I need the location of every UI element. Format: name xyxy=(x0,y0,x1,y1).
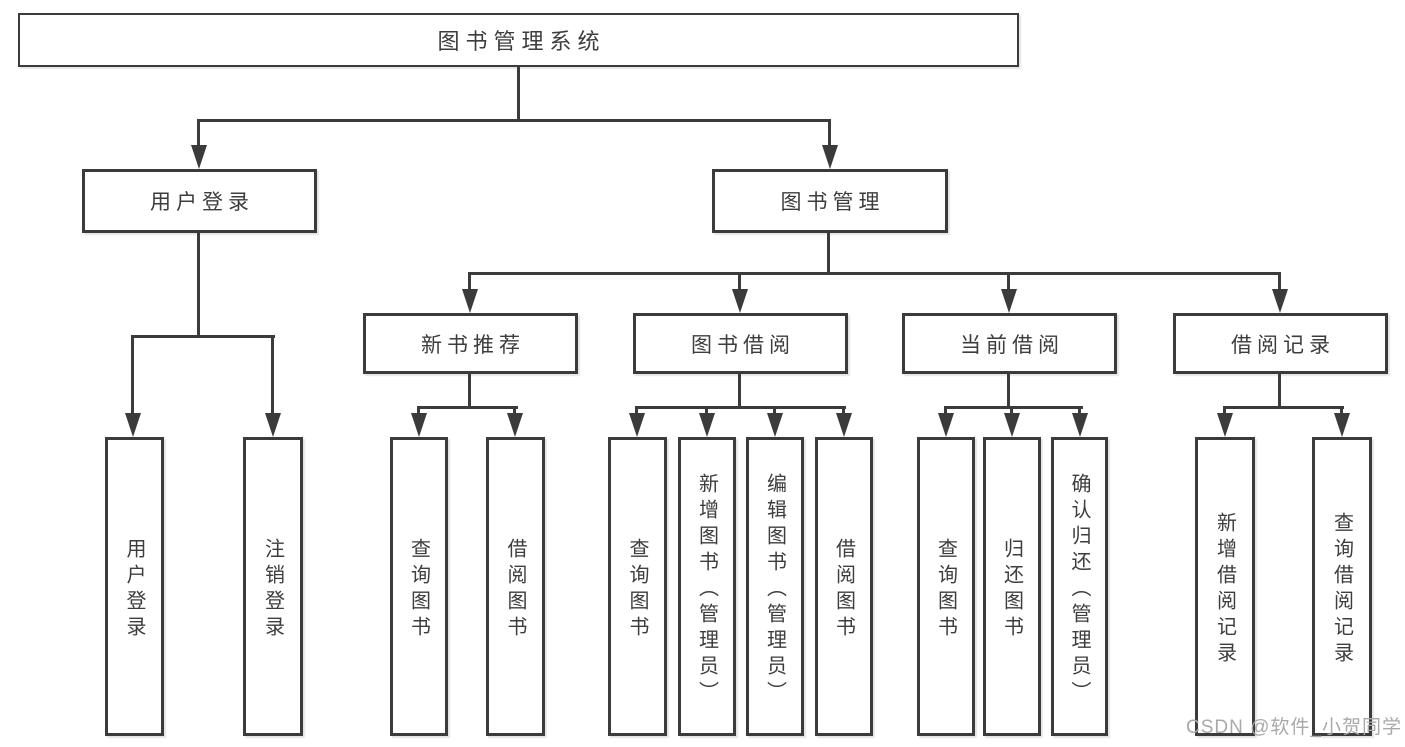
connector-book-management-stem xyxy=(827,232,830,275)
connector-drop-borrow-books-1 xyxy=(513,406,516,416)
arrowhead-book-management xyxy=(822,145,838,169)
leaf-return-books: 归还图书 xyxy=(983,437,1041,736)
leaf-borrow-books-recommend: 借阅图书 xyxy=(486,437,545,736)
node-new-book-recommendation: 新书推荐 xyxy=(363,313,578,374)
arrowhead-borrow-books-1 xyxy=(507,413,523,437)
leaf-query-books-current: 查询图书 xyxy=(917,437,975,736)
arrowhead-add-record xyxy=(1217,413,1233,437)
arrowhead-return-books xyxy=(1004,413,1020,437)
leaf-logout: 注销登录 xyxy=(243,437,303,736)
arrowhead-login-leaf xyxy=(125,413,141,437)
arrowhead-borrow-books-2 xyxy=(836,413,852,437)
node-book-borrowing: 图书借阅 xyxy=(633,313,848,374)
connector-new-book-bus xyxy=(417,406,518,409)
connector-borrow-records-bus xyxy=(1223,406,1344,409)
leaf-query-borrow-record: 查询借阅记录 xyxy=(1312,437,1372,736)
connector-drop-book-management xyxy=(828,119,831,149)
node-book-management: 图书管理 xyxy=(712,169,948,233)
connector-current-borrow-bus xyxy=(944,406,1083,409)
arrowhead-user-login xyxy=(191,145,207,169)
leaf-add-borrow-record: 新增借阅记录 xyxy=(1195,437,1255,736)
connector-user-login-stem xyxy=(197,232,200,338)
arrowhead-query-record xyxy=(1334,413,1350,437)
connector-level2-bus xyxy=(197,119,831,122)
arrowhead-add-books xyxy=(699,413,715,437)
leaf-edit-books-admin: 编辑图书（管理员） xyxy=(746,437,804,736)
leaf-user-login: 用户登录 xyxy=(105,437,164,736)
arrowhead-new-book xyxy=(462,289,478,313)
connector-drop-borrow-records xyxy=(1278,272,1281,292)
connector-book-borrow-stem xyxy=(738,372,741,409)
arrowhead-query-books-3 xyxy=(938,413,954,437)
node-library-management-system: 图书管理系统 xyxy=(18,13,1019,67)
connector-drop-add-books xyxy=(705,406,708,416)
arrowhead-query-books-1 xyxy=(411,413,427,437)
connector-book-borrow-bus xyxy=(635,406,846,409)
connector-drop-login-leaf xyxy=(131,335,134,415)
arrowhead-query-books-2 xyxy=(629,413,645,437)
arrowhead-logout-leaf xyxy=(265,413,281,437)
node-current-borrowing: 当前借阅 xyxy=(902,313,1117,374)
csdn-watermark: CSDN @软件_小贺同学 xyxy=(1186,717,1402,738)
connector-drop-query-books-1 xyxy=(417,406,420,416)
arrowhead-borrow-records xyxy=(1272,289,1288,313)
leaf-query-books-borrowing: 查询图书 xyxy=(608,437,667,736)
connector-drop-new-book xyxy=(468,272,471,292)
connector-drop-logout-leaf xyxy=(271,335,274,415)
leaf-query-books-recommend: 查询图书 xyxy=(390,437,448,736)
connector-drop-edit-books xyxy=(773,406,776,416)
connector-borrow-records-stem xyxy=(1278,372,1281,409)
arrowhead-confirm-return xyxy=(1072,413,1088,437)
connector-user-login-bus xyxy=(131,335,275,338)
connector-drop-query-books-2 xyxy=(635,406,638,416)
connector-drop-confirm-return xyxy=(1078,406,1081,416)
leaf-confirm-return-admin: 确认归还（管理员） xyxy=(1051,437,1108,736)
connector-current-borrow-stem xyxy=(1007,372,1010,409)
node-borrowing-records: 借阅记录 xyxy=(1173,313,1388,374)
arrowhead-book-borrow xyxy=(732,289,748,313)
leaf-add-books-admin: 新增图书（管理员） xyxy=(678,437,736,736)
connector-drop-query-books-3 xyxy=(944,406,947,416)
connector-drop-current-borrow xyxy=(1007,272,1010,292)
connector-drop-query-record xyxy=(1340,406,1343,416)
connector-drop-book-borrow xyxy=(738,272,741,292)
connector-drop-borrow-books-2 xyxy=(842,406,845,416)
leaf-borrow-books-borrowing: 借阅图书 xyxy=(815,437,873,736)
connector-drop-return-books xyxy=(1010,406,1013,416)
connector-new-book-stem xyxy=(468,372,471,409)
arrowhead-edit-books xyxy=(767,413,783,437)
connector-drop-add-record xyxy=(1223,406,1226,416)
node-user-login-branch: 用户登录 xyxy=(82,169,317,233)
connector-drop-user-login xyxy=(197,119,200,149)
connector-root-stem xyxy=(517,66,520,122)
connector-level3-bus xyxy=(468,272,1281,275)
arrowhead-current-borrow xyxy=(1001,289,1017,313)
